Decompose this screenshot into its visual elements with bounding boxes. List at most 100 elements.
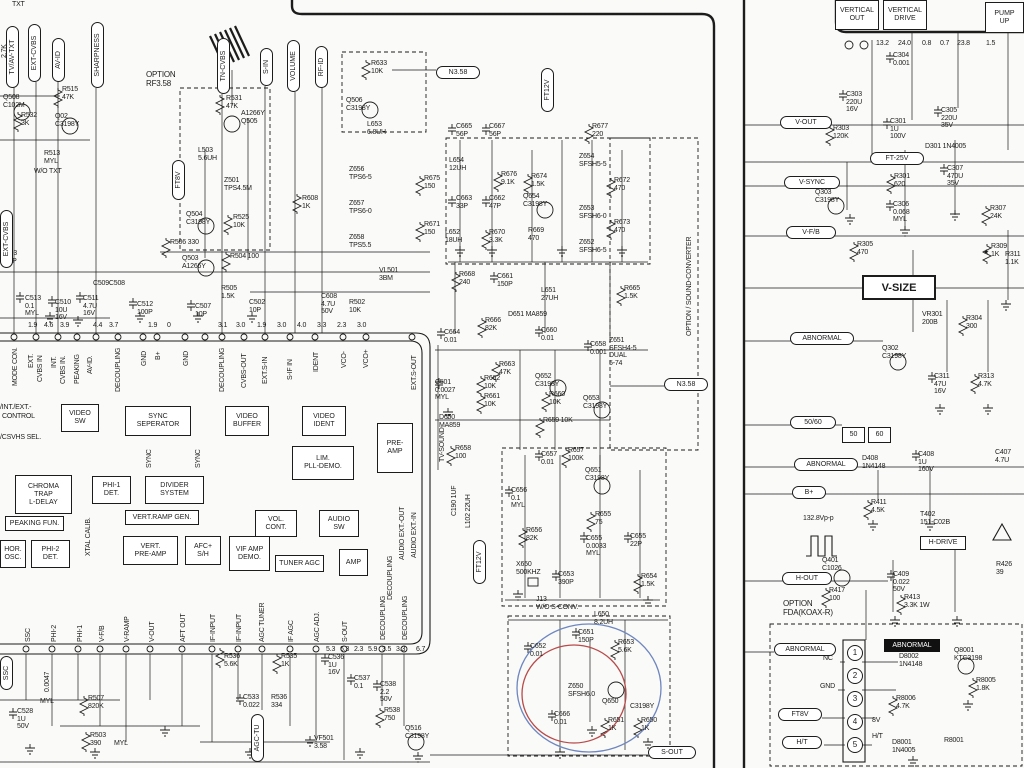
component-label: 5.3: [326, 646, 336, 653]
function-box: VERTICAL OUT: [835, 0, 879, 30]
component-label: C303 220U 16V: [846, 91, 862, 113]
component-label: Q504 C3198Y: [186, 211, 211, 226]
component-label: J13 W/O S-CONV.: [536, 596, 579, 611]
component-label: 2.3: [354, 646, 364, 653]
component-label: R633 10K: [371, 60, 387, 75]
component-label: 3.0: [357, 322, 367, 329]
component-label: R313 4.7K: [978, 373, 994, 388]
component-label: R8006 4.7K: [896, 695, 916, 710]
connector-pill: N3.58: [436, 66, 480, 79]
component-label: D301 1N4005: [925, 143, 966, 150]
component-label: Z657 TPS6-0: [349, 200, 372, 215]
component-label: R502 10K: [349, 299, 365, 314]
connector-pill: 50/60: [790, 416, 836, 429]
component-label: 3.5: [382, 646, 392, 653]
connector-pill: VOLUME: [287, 40, 300, 92]
component-label: R536 334: [271, 694, 287, 709]
component-label: SYNC: [146, 449, 153, 468]
component-label: DECOUPLING: [219, 347, 226, 392]
component-label: W/O TXT: [34, 168, 62, 175]
component-label: 1.9: [257, 322, 267, 329]
component-label: R668 240: [459, 271, 475, 286]
function-box: PHI-1 DET.: [92, 476, 131, 504]
component-label: C3198Y: [630, 703, 655, 710]
function-box: AFC+ S/H: [185, 536, 221, 565]
component-label: R670 3.3K: [489, 229, 505, 244]
connector-pill: AV-ID: [52, 38, 65, 82]
connector-pill: H-OUT: [782, 572, 832, 585]
component-label: V-F/B: [99, 625, 106, 642]
component-label: Q8001 KTC3198: [954, 647, 983, 662]
component-label: IF AGC: [288, 620, 295, 642]
component-label: MYL: [40, 698, 54, 705]
component-label: C190 1UF: [451, 485, 458, 516]
connector-pill: FT8V: [778, 708, 822, 721]
component-label: R531 47K: [226, 95, 242, 110]
component-label: R417 100: [829, 587, 845, 602]
component-label: 13.2: [876, 40, 889, 47]
component-label: AUDIO EXT.-OUT: [399, 506, 406, 560]
component-label: 0.8: [922, 40, 932, 47]
component-label: 6.3: [340, 646, 350, 653]
component-label: R309 1K: [991, 243, 1007, 258]
component-label: C311 47U 16V: [934, 373, 950, 395]
component-label: C660 0.01: [541, 327, 557, 342]
component-label: L102 22UH: [465, 494, 472, 528]
function-box: VIF AMP DEMO.: [229, 536, 270, 571]
component-label: 6.7: [416, 646, 426, 653]
component-label: R304 300: [966, 315, 982, 330]
component-label: R655 75: [595, 511, 611, 526]
connector-pill: EXT-CVBS: [0, 210, 13, 268]
component-label: /INT./EXT.-: [0, 404, 32, 411]
component-label: X650 500KHZ: [516, 561, 541, 576]
component-label: R666 82K: [485, 317, 501, 332]
component-label: S-OUT: [342, 621, 349, 642]
component-label: T402 151-C02B: [920, 511, 950, 526]
component-label: R659 10K: [543, 417, 573, 424]
component-label: Z653 SFSH6-0: [579, 205, 607, 220]
component-label: R307 24K: [990, 205, 1006, 220]
component-label: V-OUT: [149, 621, 156, 642]
component-label: R654 1.5K: [641, 573, 657, 588]
component-label: R426 39: [996, 561, 1012, 576]
component-label: C651 150P: [578, 629, 594, 644]
component-label: R651 1K: [608, 717, 624, 732]
component-label: R538 750: [384, 707, 400, 722]
component-label: DECOUPLING: [380, 595, 387, 640]
component-label: XTAL CALIB.: [85, 517, 92, 556]
component-label: 1.9: [28, 322, 38, 329]
connector-pill: S-OUT: [648, 746, 696, 759]
component-label: C301 1U 100V: [890, 118, 906, 140]
component-label: 3.3: [317, 322, 327, 329]
component-label: D651 MA859: [508, 311, 547, 318]
component-label: R411 4.5K: [871, 499, 887, 514]
component-label: AUDIO EXT.-IN: [411, 512, 418, 558]
component-label: MODE CON.: [12, 347, 19, 386]
component-label: EXT.: [28, 354, 35, 368]
component-label: Z501 TPS4.5M: [224, 177, 252, 192]
component-label: 3.0: [236, 322, 246, 329]
component-label: R653 5.6K: [618, 639, 634, 654]
connector-pin: 3: [847, 691, 863, 707]
component-label: Q651 C3198Y: [585, 467, 610, 482]
component-label: /CSVHS SEL.: [0, 434, 41, 441]
function-box: LIM. PLL-DEMO.: [292, 446, 354, 480]
component-label: Q02 C3198Y: [55, 113, 80, 128]
component-label: D408 1N4148: [862, 455, 886, 470]
component-label: Q401 C1026: [822, 557, 842, 572]
component-label: AGC ADJ.: [314, 611, 321, 642]
component-label: ★: [983, 249, 990, 256]
function-box: VIDEO BUFFER: [225, 406, 269, 436]
component-label: C511 4.7U 16V: [83, 295, 99, 317]
component-label: R673 470: [614, 219, 630, 234]
component-label: GND: [183, 351, 190, 366]
connector-pill: V-F/B: [786, 226, 836, 239]
component-label: C533 0.022: [243, 694, 260, 709]
component-label: C655 0.0033 MYL: [586, 535, 607, 557]
component-label: NC: [823, 655, 833, 662]
component-label: PEAKING: [74, 354, 81, 384]
connector-pill: TN-CVBS: [217, 38, 230, 94]
component-label: 132.8Vp-p: [803, 515, 834, 522]
function-box: VERTICAL DRIVE: [883, 0, 927, 30]
component-label: AGC TUNER: [259, 602, 266, 642]
